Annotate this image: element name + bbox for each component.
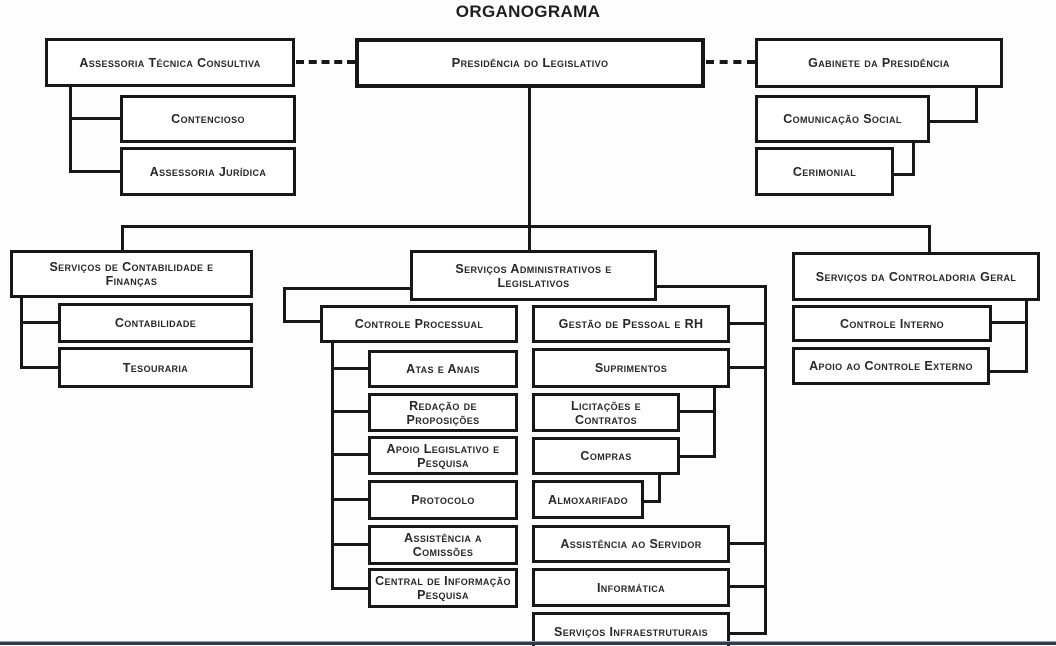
node-redacao-proposicoes: Redação de Proposições <box>368 393 518 432</box>
connector-line <box>69 170 121 173</box>
node-protocolo: Protocolo <box>368 480 518 520</box>
connector-line <box>680 455 714 458</box>
connector-line <box>20 321 58 324</box>
connector-line <box>989 370 1028 373</box>
node-gabinete: Gabinete da Presidência <box>755 38 1003 88</box>
chart-title: ORGANOGRAMA <box>455 2 601 21</box>
connector-line <box>331 453 368 456</box>
node-central-informacao: Central de Informação Pesquisa <box>368 568 518 608</box>
connector-line <box>730 632 764 635</box>
node-cerimonial: Cerimonial <box>755 147 894 196</box>
node-controle-processual: Controle Processual <box>320 305 518 343</box>
connector-line <box>331 543 368 546</box>
node-almoxarifado: Almoxarifado <box>532 480 644 519</box>
connector-line <box>764 285 767 635</box>
node-assessoria-tecnica: Assessoria Técnica Consultiva <box>45 38 295 87</box>
connector-line <box>991 321 1025 324</box>
node-controle-interno: Controle Interno <box>792 305 992 342</box>
connector-line <box>730 322 764 325</box>
node-suprimentos: Suprimentos <box>532 348 730 388</box>
connector-line <box>912 143 915 176</box>
connector-line <box>331 587 368 590</box>
connector-drop-left-branch <box>121 225 124 251</box>
node-informatica: Informática <box>532 568 730 607</box>
bottom-edge-line <box>0 641 1056 645</box>
connector-line <box>730 366 764 369</box>
connector-line <box>331 410 368 413</box>
connector-line <box>331 343 334 590</box>
node-presidencia: Presidência do Legislativo <box>355 38 705 88</box>
node-administrativos: Serviços Administrativos e Legislativos <box>410 250 657 301</box>
connector-line <box>658 475 661 503</box>
node-gestao-pessoal: Gestão de Pessoal e RH <box>532 305 730 343</box>
connector-line <box>975 88 978 123</box>
connector-presidency-drop <box>528 88 531 225</box>
dashed-connector-left <box>296 60 355 64</box>
node-licitacoes-contratos: Licitações e Contratos <box>532 393 680 432</box>
node-assessoria-juridica: Assessoria Jurídica <box>120 147 296 196</box>
connector-line <box>643 500 661 503</box>
node-assistencia-comissoes: Assistência a Comissões <box>368 525 518 565</box>
dashed-connector-right <box>706 60 755 64</box>
connector-line <box>713 388 716 458</box>
node-contabilidade: Contabilidade <box>58 303 253 343</box>
node-assistencia-servidor: Assistência ao Servidor <box>532 525 730 563</box>
connector-line <box>730 542 764 545</box>
connector-main-bus <box>121 225 931 228</box>
node-compras: Compras <box>532 437 680 475</box>
node-apoio-legislativo: Apoio Legislativo e Pesquisa <box>368 436 518 475</box>
node-controladoria: Serviços da Controladoria Geral <box>792 252 1040 301</box>
connector-line <box>283 287 410 290</box>
node-atas-anais: Atas e Anais <box>368 350 518 388</box>
connector-drop-middle-branch <box>528 225 531 251</box>
connector-line <box>892 173 915 176</box>
connector-line <box>283 287 286 323</box>
node-apoio-controle-externo: Apoio ao Controle Externo <box>792 347 990 385</box>
node-servicos-infraestruturais: Serviços Infraestruturais <box>532 612 730 646</box>
connector-line <box>283 320 323 323</box>
connector-line <box>20 366 58 369</box>
connector-line <box>20 298 23 369</box>
connector-line <box>929 120 978 123</box>
node-contabilidade-financas: Serviços de Contabilidade e Finanças <box>10 250 253 298</box>
connector-line <box>69 117 121 120</box>
connector-line <box>69 87 72 173</box>
connector-line <box>1025 301 1028 373</box>
connector-line <box>730 585 764 588</box>
connector-drop-right-branch <box>928 225 931 253</box>
node-tesouraria: Tesouraria <box>58 347 253 388</box>
connector-line <box>331 498 368 501</box>
connector-line <box>680 410 714 413</box>
node-contencioso: Contencioso <box>120 95 296 143</box>
node-comunicacao-social: Comunicação Social <box>755 95 930 143</box>
connector-line <box>331 367 368 370</box>
connector-line <box>657 285 767 288</box>
